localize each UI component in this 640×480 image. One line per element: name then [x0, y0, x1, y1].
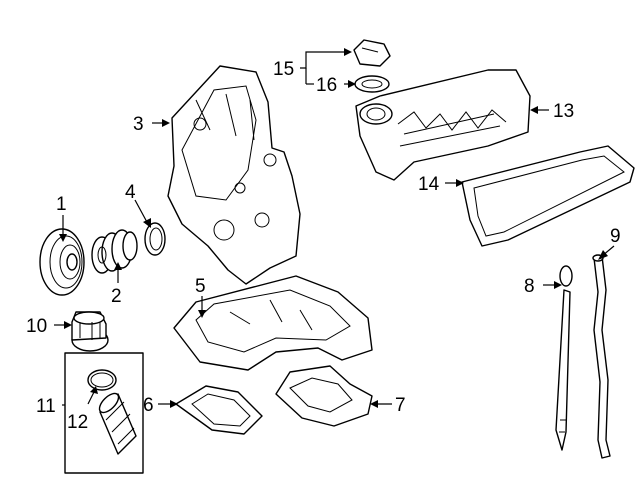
callout-5: 5: [195, 276, 206, 297]
valve-cover: [355, 69, 531, 181]
oil-pan-baffle: [275, 365, 373, 427]
callout-9: 9: [610, 226, 621, 247]
leader-lines: [54, 48, 615, 408]
callout-8: 8: [524, 276, 535, 297]
callout-4: 4: [125, 182, 136, 203]
callout-13: 13: [553, 101, 574, 122]
oil-filter-kit-box: [64, 352, 144, 474]
dipstick-tube: [592, 254, 611, 459]
callout-1: 1: [56, 194, 67, 215]
callout-labels: 1 2 3 4 5 6 7 8 9 10 11 12 13 14 15 16: [26, 59, 621, 433]
callout-2: 2: [111, 286, 122, 307]
callout-3: 3: [133, 114, 144, 135]
filler-cap-seal: [354, 75, 390, 93]
callout-15: 15: [273, 59, 294, 80]
crankshaft-pulley: [39, 228, 85, 296]
timing-cover: [167, 65, 301, 285]
front-seal: [144, 222, 166, 256]
oil-filler-cap: [353, 39, 391, 67]
oil-filter-element: [87, 369, 137, 455]
callout-12: 12: [67, 412, 88, 433]
callout-7: 7: [395, 395, 406, 416]
callout-6: 6: [143, 395, 154, 416]
valve-cover-gasket: [461, 145, 635, 247]
oil-pan-lower: [175, 385, 263, 435]
oil-filter-housing-cap: [71, 311, 109, 352]
harmonic-balancer: [91, 229, 138, 274]
callout-14: 14: [418, 174, 440, 195]
callout-10: 10: [26, 316, 47, 337]
callout-16: 16: [316, 75, 337, 96]
oil-pan-upper: [173, 275, 373, 371]
oil-dipstick: [555, 265, 573, 451]
callout-11: 11: [36, 396, 56, 417]
